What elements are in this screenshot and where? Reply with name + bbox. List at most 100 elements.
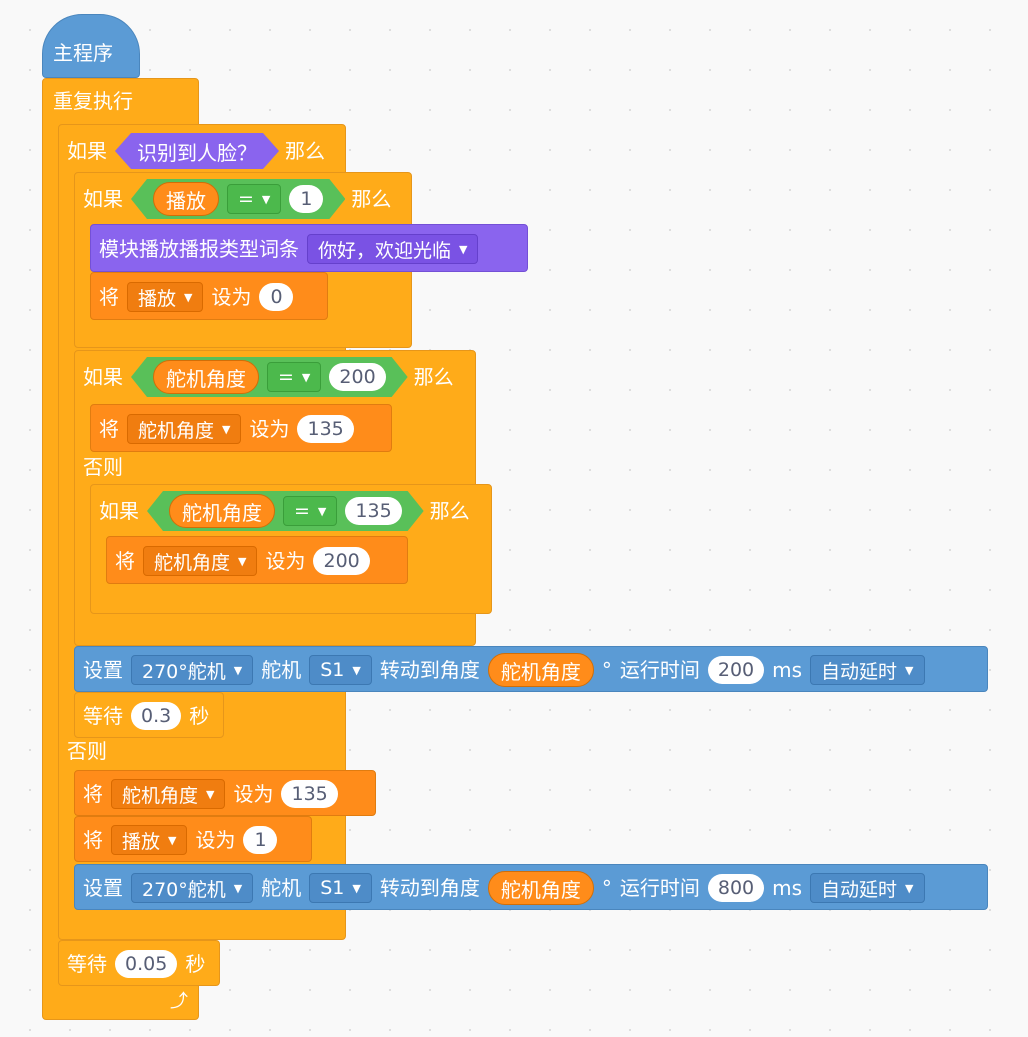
if-label: 如果 bbox=[83, 365, 123, 389]
dropdown-arrow-icon: ▼ bbox=[233, 663, 243, 677]
dropdown-arrow-icon: ▼ bbox=[168, 833, 177, 847]
servo-angle-reporter[interactable]: 舵机角度 bbox=[169, 494, 275, 528]
dropdown-arrow-icon: ▼ bbox=[222, 422, 231, 436]
dropdown-arrow-icon: ▼ bbox=[301, 370, 311, 384]
wait-seconds-input[interactable]: 0.05 bbox=[115, 950, 178, 978]
delay-mode-dropdown[interactable]: 自动延时▼ bbox=[810, 655, 925, 685]
run-time-label: 运行时间 bbox=[619, 876, 700, 900]
set-play-block[interactable]: 将 播放▼ 设为 1 bbox=[74, 816, 312, 862]
servo-type: 270°舵机 bbox=[142, 878, 226, 901]
equals-operator[interactable]: 舵机角度 =▼ 135 bbox=[147, 491, 424, 531]
set-label: 将 bbox=[99, 417, 119, 441]
else-label: 否则 bbox=[67, 739, 107, 763]
servo-type: 270°舵机 bbox=[142, 660, 226, 683]
wait-block[interactable]: 等待 0.3 秒 bbox=[74, 692, 224, 738]
variable-name: 播放 bbox=[138, 287, 177, 310]
equals-symbol: = bbox=[278, 366, 294, 388]
tts-play-block[interactable]: 模块播放播报类型词条 你好，欢迎光临▼ bbox=[90, 224, 528, 272]
variable-name: 舵机角度 bbox=[138, 419, 215, 442]
equals-operator[interactable]: 播放 =▼ 1 bbox=[131, 179, 345, 219]
main-program-hat-block[interactable]: 主程序 bbox=[42, 14, 140, 78]
to-label: 设为 bbox=[211, 285, 252, 309]
dropdown-arrow-icon: ▼ bbox=[206, 787, 215, 801]
variable-dropdown[interactable]: 播放▼ bbox=[111, 825, 188, 855]
set-play-block[interactable]: 将 播放▼ 设为 0 bbox=[90, 272, 328, 320]
then-label: 那么 bbox=[351, 187, 392, 211]
degree-label: ° bbox=[601, 876, 612, 900]
dropdown-arrow-icon: ▼ bbox=[317, 504, 327, 518]
dropdown-arrow-icon: ▼ bbox=[352, 663, 361, 677]
rotate-to-label: 转动到角度 bbox=[379, 658, 480, 682]
rotate-to-label: 转动到角度 bbox=[379, 876, 480, 900]
variable-dropdown[interactable]: 舵机角度 ▼ bbox=[127, 414, 242, 444]
if-label: 如果 bbox=[83, 187, 123, 211]
servo-set-label: 设置 bbox=[83, 876, 123, 900]
dropdown-arrow-icon: ▼ bbox=[905, 663, 914, 677]
servo-type-dropdown[interactable]: 270°舵机 ▼ bbox=[131, 873, 254, 903]
equals-dropdown[interactable]: =▼ bbox=[283, 496, 337, 526]
variable-dropdown[interactable]: 舵机角度 ▼ bbox=[111, 779, 226, 809]
value-input[interactable]: 135 bbox=[281, 780, 338, 808]
servo-port-dropdown[interactable]: S1 ▼ bbox=[309, 655, 372, 685]
wait-block[interactable]: 等待 0.05 秒 bbox=[58, 940, 220, 986]
main-program-label: 主程序 bbox=[53, 41, 113, 65]
servo-angle-reporter[interactable]: 舵机角度 bbox=[153, 360, 259, 394]
equals-symbol: = bbox=[294, 500, 310, 522]
equals-operator[interactable]: 舵机角度 =▼ 200 bbox=[131, 357, 408, 397]
servo-port-dropdown[interactable]: S1▼ bbox=[309, 873, 372, 903]
servo-label: 舵机 bbox=[261, 876, 302, 900]
wait-seconds-input[interactable]: 0.3 bbox=[131, 702, 182, 730]
forever-label: 重复执行 bbox=[53, 89, 133, 113]
seconds-label: 秒 bbox=[185, 952, 206, 976]
set-label: 将 bbox=[99, 285, 119, 309]
value-input[interactable]: 0 bbox=[259, 283, 294, 311]
value-input[interactable]: 200 bbox=[329, 363, 385, 391]
variable-dropdown[interactable]: 舵机角度▼ bbox=[143, 546, 258, 576]
ms-label: ms bbox=[772, 658, 803, 682]
run-time-input[interactable]: 200 bbox=[707, 656, 765, 684]
degree-label: ° bbox=[601, 658, 612, 682]
tts-phrase-dropdown[interactable]: 你好，欢迎光临▼ bbox=[307, 234, 479, 264]
dropdown-arrow-icon: ▼ bbox=[238, 554, 247, 568]
set-servo-angle-block[interactable]: 将 舵机角度▼ 设为 135 bbox=[90, 404, 392, 452]
face-detected-sensor[interactable]: 识别到人脸？ bbox=[115, 133, 279, 169]
equals-dropdown[interactable]: =▼ bbox=[227, 184, 281, 214]
face-detected-label: 识别到人脸？ bbox=[137, 140, 257, 165]
play-variable-reporter[interactable]: 播放 bbox=[153, 182, 219, 216]
set-label: 将 bbox=[83, 828, 103, 852]
variable-name: 舵机角度 bbox=[122, 784, 199, 807]
variable-dropdown[interactable]: 播放▼ bbox=[127, 282, 204, 312]
servo-rotate-block[interactable]: 设置 270°舵机▼ 舵机 S1▼ 转动到角度 舵机角度 ° 运行时间 200 … bbox=[74, 646, 988, 692]
to-label: 设为 bbox=[195, 828, 236, 852]
value-input[interactable]: 135 bbox=[297, 415, 354, 443]
servo-rotate-block[interactable]: 设置 270°舵机▼ 舵机 S1▼ 转动到角度 舵机角度 ° 运行时间 800 … bbox=[74, 864, 988, 910]
equals-symbol: = bbox=[238, 188, 254, 210]
if-label: 如果 bbox=[99, 499, 139, 523]
set-servo-angle-block[interactable]: 将 舵机角度▼ 设为 200 bbox=[106, 536, 408, 584]
servo-type-dropdown[interactable]: 270°舵机 ▼ bbox=[131, 655, 254, 685]
wait-label: 等待 bbox=[67, 952, 107, 976]
value-input[interactable]: 1 bbox=[243, 826, 278, 854]
servo-angle-reporter[interactable]: 舵机角度 bbox=[487, 871, 594, 905]
equals-dropdown[interactable]: =▼ bbox=[267, 362, 321, 392]
value-input[interactable]: 135 bbox=[345, 497, 401, 525]
set-label: 将 bbox=[83, 782, 103, 806]
then-label: 那么 bbox=[413, 365, 454, 389]
set-servo-angle-block[interactable]: 将 舵机角度 ▼ 设为 135 bbox=[74, 770, 376, 816]
servo-angle-reporter[interactable]: 舵机角度 bbox=[487, 653, 594, 687]
tts-label: 模块播放播报类型词条 bbox=[99, 237, 299, 261]
run-time-input[interactable]: 800 bbox=[707, 874, 765, 902]
to-label: 设为 bbox=[233, 782, 274, 806]
delay-mode: 自动延时 bbox=[821, 878, 898, 901]
servo-port: S1 bbox=[320, 659, 345, 681]
then-label: 那么 bbox=[285, 139, 325, 163]
then-label: 那么 bbox=[429, 499, 470, 523]
value-input[interactable]: 1 bbox=[289, 185, 323, 213]
servo-set-label: 设置 bbox=[83, 658, 123, 682]
dropdown-arrow-icon: ▼ bbox=[233, 881, 243, 895]
delay-mode-dropdown[interactable]: 自动延时▼ bbox=[810, 873, 925, 903]
wait-label: 等待 bbox=[83, 704, 123, 728]
servo-port: S1 bbox=[320, 877, 345, 899]
value-input[interactable]: 200 bbox=[313, 547, 370, 575]
if-label: 如果 bbox=[67, 139, 107, 163]
